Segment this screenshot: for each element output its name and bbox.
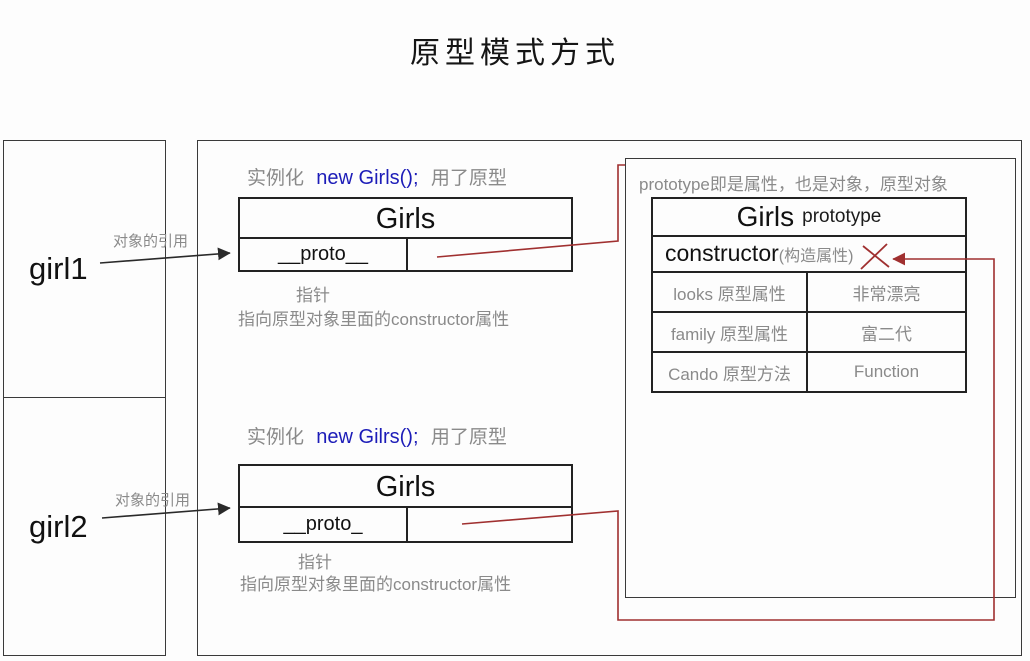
- pointer-desc-1: 指向原型对象里面的constructor属性: [238, 310, 510, 329]
- prototype-table-header: Girls prototype: [651, 197, 967, 237]
- row-value-family: 富二代: [861, 324, 912, 344]
- row-key-family: family 原型属性: [653, 313, 808, 351]
- girls1-proto-label: __proto__: [240, 239, 408, 270]
- caption1-code: new Girls();: [316, 167, 419, 189]
- girls2-title: Girls: [240, 466, 571, 508]
- row-key-cando: Cando 原型方法: [653, 353, 808, 391]
- girl2-label: girl2: [29, 508, 88, 544]
- pointer-label-1: 指针: [296, 286, 330, 305]
- prototype-table: Girls prototype constructor(构造属性) looks …: [651, 197, 967, 393]
- constructor-label: constructor: [665, 240, 779, 266]
- reference-arrow-label-2: 对象的引用: [115, 492, 191, 509]
- caption2-suffix: 用了原型: [430, 427, 507, 448]
- girl2-cell: girl2: [4, 398, 165, 655]
- instances-box: girl1 girl2: [3, 140, 166, 656]
- instantiation-caption-1: 实例化 new Girls(); 用了原型: [247, 163, 514, 190]
- table-row: looks 原型属性 非常漂亮: [651, 273, 967, 313]
- girls2-proto-label: __proto_: [240, 508, 408, 541]
- table-row: Cando 原型方法 Function: [651, 353, 967, 393]
- constructor-row: constructor(构造属性): [651, 237, 967, 273]
- row-value-looks: 非常漂亮: [852, 284, 921, 304]
- girls1-title: Girls: [240, 199, 571, 239]
- girls2-proto-row: __proto_: [240, 508, 571, 541]
- main-box: [197, 140, 1022, 656]
- girls2-proto-value: [408, 508, 571, 541]
- girls-object-box-2: Girls __proto_: [238, 464, 573, 543]
- row-value-cando: Function: [853, 362, 920, 381]
- girls1-proto-row: __proto__: [240, 239, 571, 270]
- constructor-sublabel: (构造属性): [778, 248, 854, 265]
- row-key-looks: looks 原型属性: [653, 273, 808, 311]
- girl1-cell: girl1: [4, 141, 165, 398]
- girls-object-box-1: Girls __proto__: [238, 197, 573, 272]
- prototype-note: prototype即是属性，也是对象，原型对象: [639, 175, 948, 194]
- caption2-prefix: 实例化: [247, 427, 305, 448]
- girl1-label: girl1: [29, 251, 88, 286]
- pointer-label-2: 指针: [298, 553, 332, 572]
- prototype-header-main: Girls: [736, 201, 795, 232]
- caption1-prefix: 实例化: [247, 168, 305, 189]
- caption1-suffix: 用了原型: [430, 168, 507, 189]
- prototype-header-sub: prototype: [802, 206, 882, 227]
- prototype-panel: prototype即是属性，也是对象，原型对象 Girls prototype …: [625, 158, 1016, 598]
- instantiation-caption-2: 实例化 new Gilrs(); 用了原型: [247, 422, 514, 449]
- pointer-desc-2: 指向原型对象里面的constructor属性: [240, 575, 512, 594]
- table-row: family 原型属性 富二代: [651, 313, 967, 353]
- reference-arrow-label-1: 对象的引用: [113, 233, 189, 250]
- diagram-title: 原型模式方式: [410, 36, 620, 71]
- girls1-proto-value: [408, 239, 571, 270]
- caption2-code: new Gilrs();: [316, 426, 419, 448]
